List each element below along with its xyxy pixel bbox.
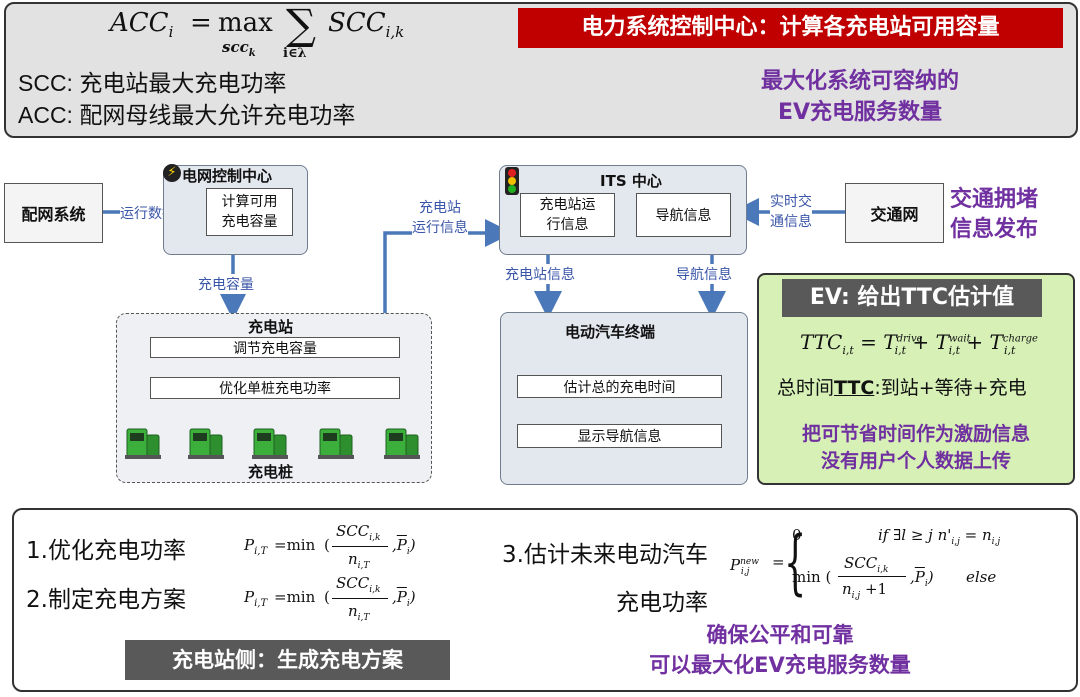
nav-info-box: 导航信息 xyxy=(636,193,731,237)
charger-icon xyxy=(252,425,288,459)
power-formula-1: Pi,T =min ( SCCi,k ni,T ,Pi) xyxy=(244,522,416,571)
total-time-text: 总时间TTC:到站+等待+充电 xyxy=(777,377,1027,399)
item-optimize-power: 1.优化充电功率 xyxy=(26,538,186,564)
station-run-info-box: 充电站运 行信息 xyxy=(520,193,615,237)
traffic-light-icon xyxy=(505,167,519,195)
power-formula-2: Pi,T =min ( SCCi,k ni,T ,Pi) xyxy=(244,574,416,623)
calc-capacity-box: 计算可用 充电容量 xyxy=(206,188,293,236)
run-data-label: 运行数据 xyxy=(120,203,176,223)
charger-icon xyxy=(318,425,354,459)
distribution-system-box: 配网系统 xyxy=(4,183,103,243)
acc-definition: ACC: 配网母线最大允许充电功率 xyxy=(18,102,356,128)
traffic-network-box: 交通网 xyxy=(845,183,944,243)
goal-line-1: 最大化系统可容纳的 xyxy=(760,69,959,94)
station-info-label: 充电站信息 xyxy=(505,264,575,284)
congestion-text: 交通拥堵 信息发布 xyxy=(950,187,1039,242)
calc-capacity-label: 计算可用 充电容量 xyxy=(221,194,278,230)
charger-icon xyxy=(125,425,161,459)
nav-info-label: 导航信息 xyxy=(676,264,732,284)
ev-terminal xyxy=(500,312,748,485)
optimize-power-box: 优化单桩充电功率 xyxy=(150,377,400,399)
incentive-text: 把可节省时间作为激励信息 没有用户个人数据上传 xyxy=(801,423,1030,472)
scc-definition: SCC: 充电站最大充电功率 xyxy=(18,70,287,96)
charge-capacity-label: 充电容量 xyxy=(198,274,254,294)
goal-text: 最大化系统可容纳的 EV充电服务数量 xyxy=(690,66,1030,128)
station-run-info-label: 充电站 运行信息 xyxy=(412,198,468,238)
charging-station-title: 充电站 xyxy=(248,318,294,336)
grid-center-title: 电网控制中心 xyxy=(182,167,273,185)
ev-panel-title: EV: 给出TTC估计值 xyxy=(782,279,1042,317)
estimate-time-box: 估计总的充电时间 xyxy=(517,375,722,398)
ttc-formula: TTCi,t = Tdrivei,t + Twaiti,t + Tchargei… xyxy=(800,330,1038,357)
charger-icon xyxy=(384,425,420,459)
goal-line-2: EV充电服务数量 xyxy=(777,100,943,125)
acc-formula: ACCi = max scck ∑ i∈λ SCCi,k xyxy=(110,0,405,61)
arrow-station-to-its xyxy=(383,219,513,313)
pnew-formula: Pnewi,j = { 0 if ∃l ≥ j n'i,j = ni,j min… xyxy=(730,521,1001,603)
show-nav-box: 显示导航信息 xyxy=(517,424,722,448)
control-center-banner: 电力系统控制中心：计算各充电站可用容量 xyxy=(518,8,1063,48)
adjust-capacity-box: 调节充电容量 xyxy=(150,337,400,358)
fairness-text: 确保公平和可靠 可以最大化EV充电服务数量 xyxy=(649,623,911,677)
its-title: ITS 中心 xyxy=(600,172,662,190)
charger-icon xyxy=(188,425,224,459)
lightning-icon: ⚡ xyxy=(163,164,181,182)
charging-pile-label: 充电桩 xyxy=(248,463,294,481)
realtime-traffic-label: 实时交 通信息 xyxy=(770,192,812,232)
item-estimate-future: 3.估计未来电动汽车 充电功率 xyxy=(502,542,708,616)
item-charging-plan: 2.制定充电方案 xyxy=(26,587,186,613)
station-side-banner: 充电站侧：生成充电方案 xyxy=(125,640,450,680)
ev-terminal-title: 电动汽车终端 xyxy=(565,323,656,341)
